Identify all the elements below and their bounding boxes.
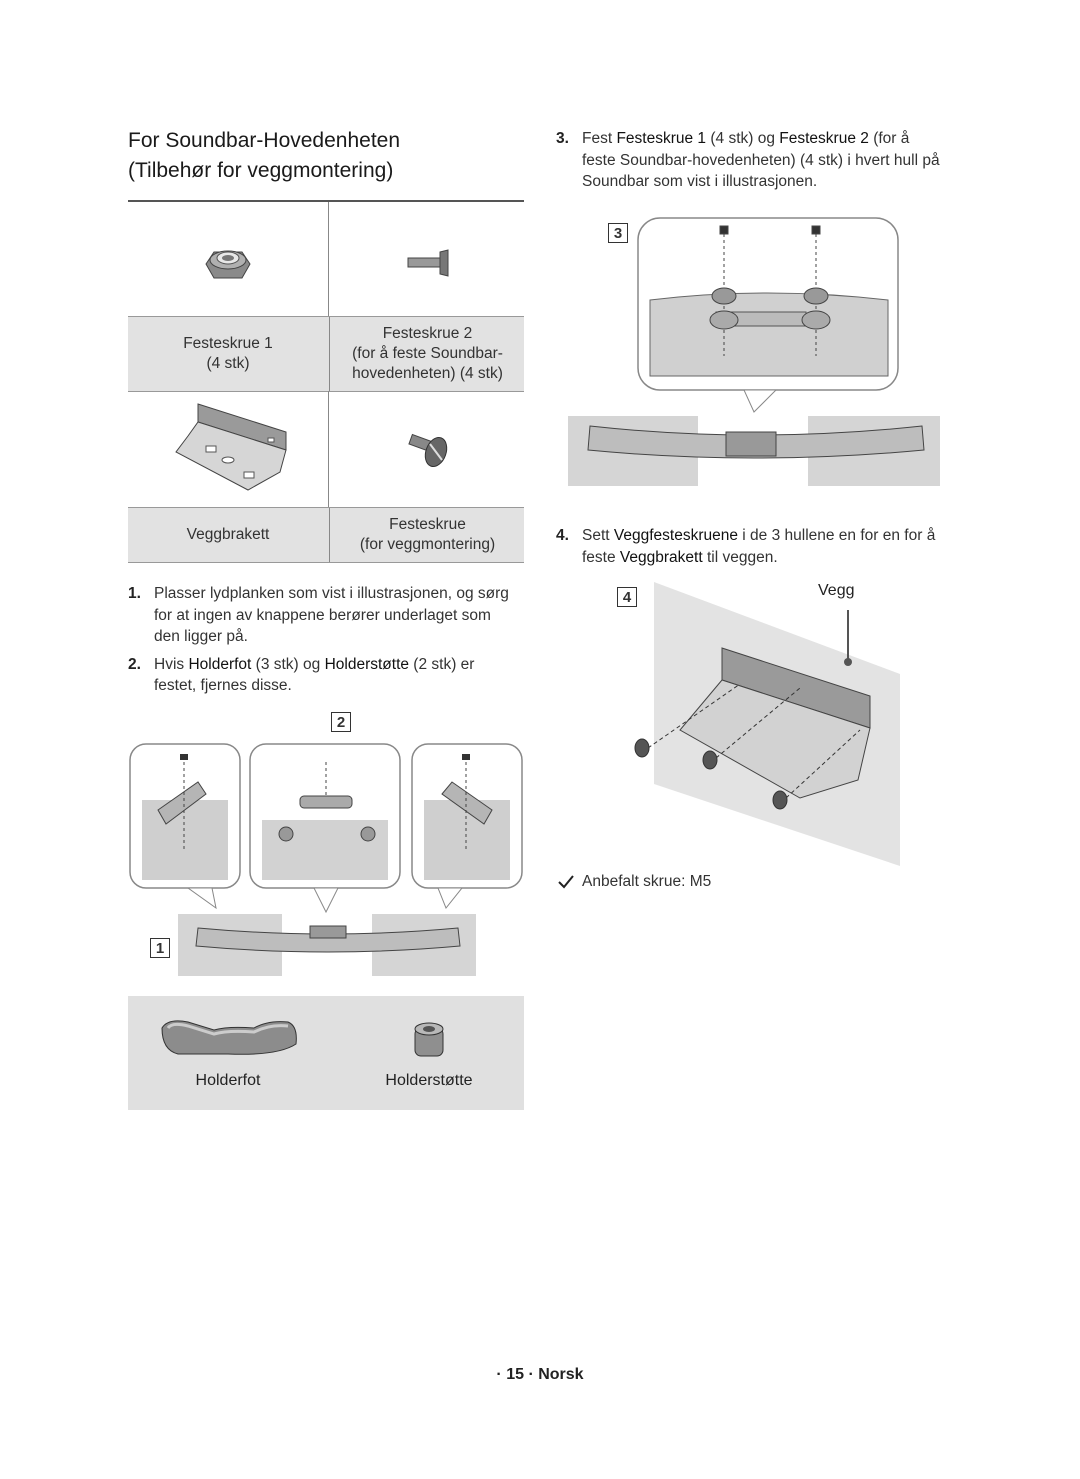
figure-attach-screws (568, 217, 940, 486)
figure-badge-3: 3 (608, 223, 628, 243)
fixing-screw-2-desc2: hovedenheten) (4 stk) (352, 365, 503, 382)
step-3-number: 3. (556, 130, 569, 147)
wall-mount-screw-image (408, 433, 448, 468)
step-4-term-wall-bracket: Veggbrakett (619, 548, 703, 566)
section-title: For Soundbar-Hovedenheten (Tilbehør for … (128, 126, 528, 186)
step-3-term-screw-1: Festeskrue 1 (616, 130, 707, 147)
parts-cell-fixing-screw-1: Festeskrue 1 (4 stk) (128, 317, 328, 391)
parts-table: Festeskrue 1 (4 stk) Festeskrue 2 (for å… (128, 200, 525, 563)
section-title-line2: (Tilbehør for veggmontering) (128, 159, 394, 182)
step-2-term-holder-support: Holderstøtte (324, 655, 409, 673)
fixing-screw-1-qty: (4 stk) (206, 355, 250, 372)
figure-badge-1: 1 (150, 938, 170, 958)
recommended-screw-text: Anbefalt skrue: M5 (582, 873, 712, 890)
parts-cell-fixing-screw-2: Festeskrue 2 (for å feste Soundbar- hove… (329, 317, 525, 391)
holder-foot-image (161, 1020, 297, 1055)
parts-cell-wall-bracket: Veggbrakett (128, 508, 328, 562)
figure-badge-2: 2 (331, 712, 351, 732)
wall-label: Vegg (818, 582, 855, 599)
recommended-screw-note: Anbefalt skrue: M5 (556, 873, 711, 891)
holder-parts-box: Holderfot Holderstøtte (128, 996, 524, 1110)
step-2-term-holder-foot: Holderfot (188, 655, 252, 673)
holder-support-label: Holderstøtte (385, 1072, 473, 1089)
wall-bracket-image (175, 403, 287, 491)
step-1-text: Plasser lydplanken som vist i illustrasj… (154, 585, 509, 645)
wall-bracket-name: Veggbrakett (186, 526, 270, 543)
step-2: 2. Hvis Holderfot (3 stk) og Holderstøtt… (128, 655, 475, 695)
step-2-number: 2. (128, 655, 141, 673)
step-4-number: 4. (556, 527, 569, 544)
section-title-line1: For Soundbar-Hovedenheten (128, 129, 401, 152)
fixing-screw-1-image (205, 250, 251, 279)
check-icon (558, 875, 574, 889)
step-1-number: 1. (128, 585, 141, 602)
figure-badge-4: 4 (617, 587, 637, 607)
step-1: 1. Plasser lydplanken som vist i illustr… (128, 583, 520, 648)
figure-remove-holders (129, 743, 523, 976)
step-4: 4. Sett Veggfesteskruene i de 3 hullene … (556, 527, 936, 566)
step-3: 3. Fest Festeskrue 1 (4 stk) og Festeskr… (556, 130, 940, 190)
steps-left: 1. Plasser lydplanken som vist i illustr… (128, 583, 520, 697)
holder-support-image (414, 1022, 444, 1057)
fixing-screw-2-image (407, 249, 449, 277)
fixing-screw-2-desc1: (for å feste Soundbar- (352, 345, 503, 362)
wall-mount-screw-name: Festeskrue (389, 516, 466, 533)
step-3-term-screw-2: Festeskrue 2 (779, 130, 869, 147)
parts-cell-wall-mount-screw: Festeskrue (for veggmontering) (329, 508, 525, 562)
step-4-term-wall-screws: Veggfesteskruene (613, 527, 738, 544)
holder-foot-label: Holderfot (195, 1072, 261, 1089)
figure-wall-mount (634, 582, 900, 866)
fixing-screw-1-name: Festeskrue 1 (183, 335, 273, 352)
wall-mount-screw-desc: (for veggmontering) (359, 536, 496, 553)
fixing-screw-2-name: Festeskrue 2 (382, 325, 473, 342)
page-footer: · 15 · Norsk (496, 1366, 584, 1383)
